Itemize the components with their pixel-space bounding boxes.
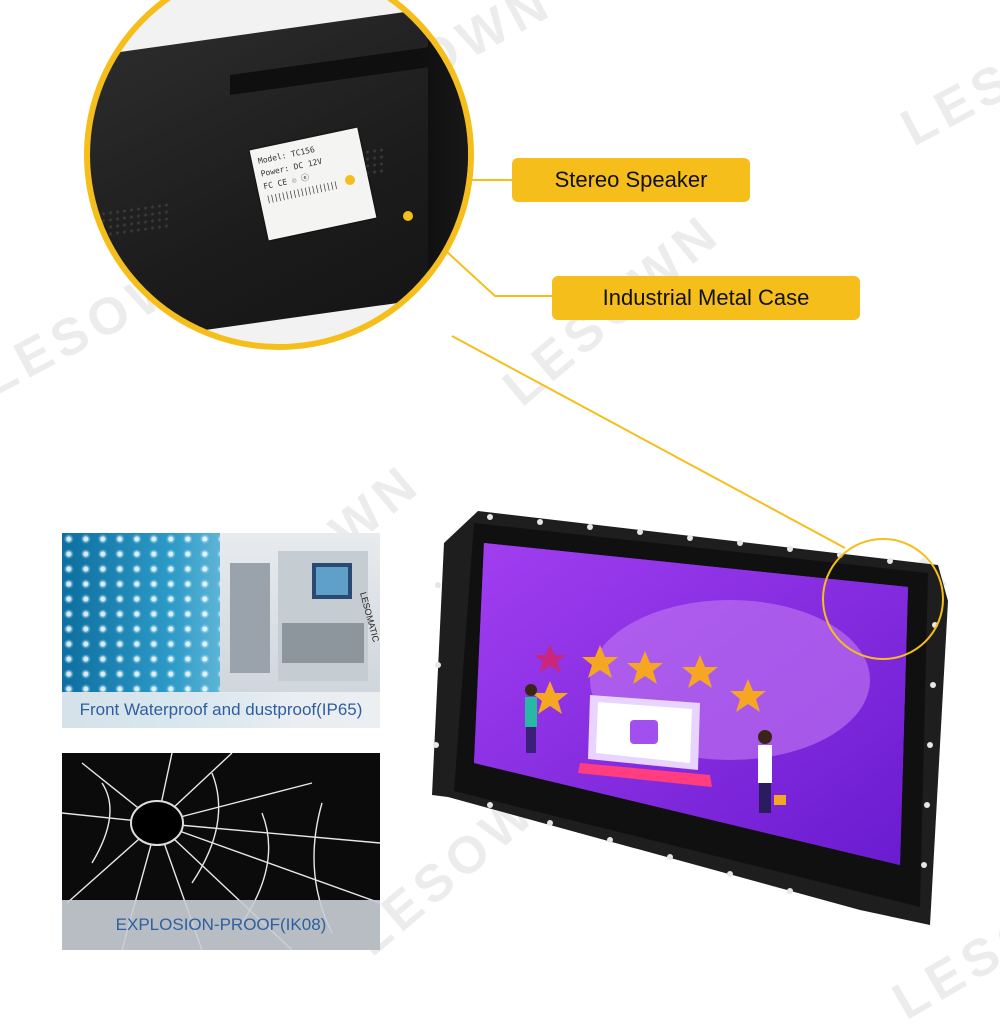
waterproof-caption: Front Waterproof and dustproof(IP65) — [62, 692, 380, 728]
monitor-illustration — [432, 511, 948, 925]
case-marker-dot — [403, 211, 413, 221]
factory-machine: LESOMATIC — [220, 533, 380, 693]
stereo-speaker-label: Stereo Speaker — [554, 167, 708, 192]
explosion-proof-photo: EXPLOSION-PROOF(IK08) — [62, 753, 380, 950]
machine-illustration: LESOMATIC — [230, 551, 380, 681]
stereo-speaker-callout: Stereo Speaker — [512, 158, 750, 202]
waterproof-photo: LESOMATIC Front Waterproof and dustproof… — [62, 533, 380, 728]
open-frame-monitor — [430, 505, 950, 935]
corner-highlight-circle — [822, 538, 944, 660]
speaker-marker-dot — [345, 175, 355, 185]
explosion-proof-caption: EXPLOSION-PROOF(IK08) — [62, 900, 380, 950]
case-side — [428, 26, 468, 344]
metal-case-callout: Industrial Metal Case — [552, 276, 860, 320]
water-drops — [62, 533, 220, 693]
metal-case-label: Industrial Metal Case — [602, 285, 810, 310]
zoom-detail-circle: Model: TC156 Power: DC 12V FC CE ♲ ⓔ |||… — [84, 0, 474, 350]
